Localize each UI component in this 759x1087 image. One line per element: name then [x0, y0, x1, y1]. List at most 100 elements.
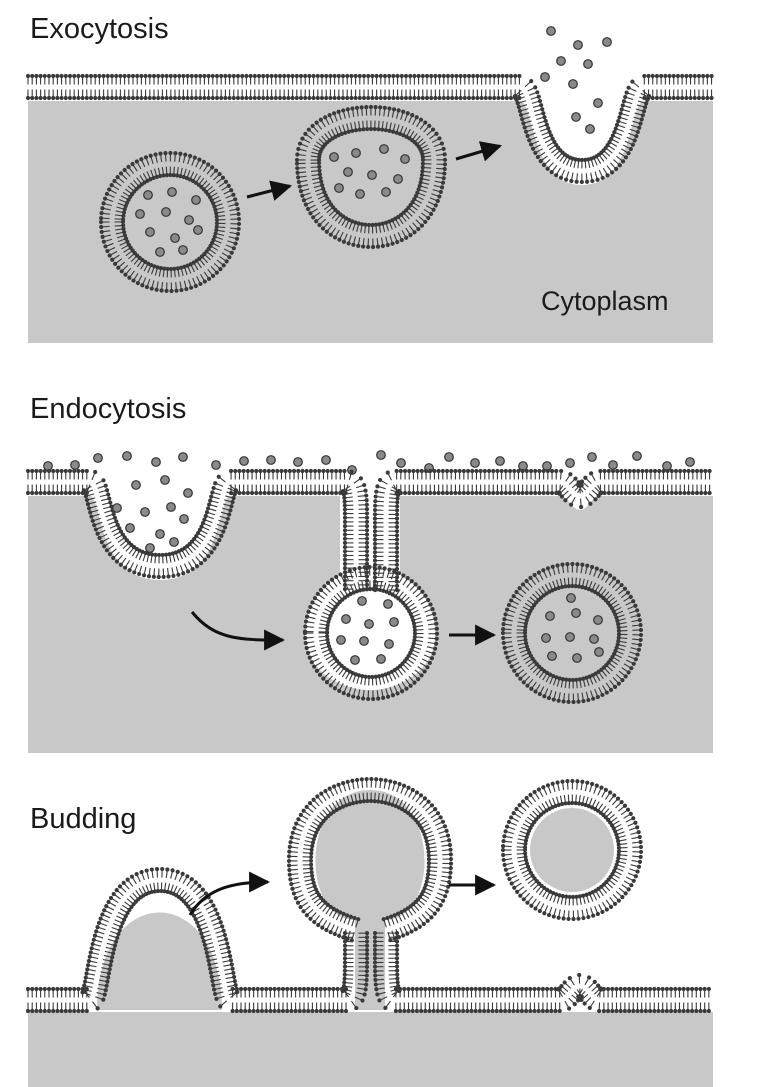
cargo-particle	[126, 524, 135, 533]
cargo-particle	[594, 616, 603, 625]
cargo-particle	[595, 648, 604, 657]
cargo-particle	[168, 188, 177, 197]
cargo-particle	[162, 208, 171, 217]
arrow-shaft	[190, 882, 268, 915]
cargo-particle	[377, 655, 386, 664]
cargo-particle	[603, 38, 612, 47]
cargo-particle	[397, 459, 406, 468]
cargo-particle	[170, 538, 179, 547]
panel-title-exocytosis: Exocytosis	[30, 13, 169, 45]
cargo-particle	[185, 216, 194, 225]
endocytosis-panel: Endocytosis	[26, 393, 713, 753]
bud-neck-interior	[315, 790, 424, 1010]
cargo-particle	[240, 457, 249, 466]
cargo-particle	[152, 458, 161, 467]
cargo-particle	[180, 515, 189, 524]
cytoplasm-region	[28, 1008, 713, 1087]
cargo-particle	[113, 504, 122, 513]
cargo-particle	[548, 652, 557, 661]
cargo-particle	[194, 226, 203, 235]
cargo-particle	[184, 489, 193, 498]
cargo-particle	[144, 191, 153, 200]
cargo-particle	[356, 190, 365, 199]
cargo-particle	[573, 654, 582, 663]
cargo-particle	[382, 188, 391, 197]
cargo-particle	[385, 640, 394, 649]
cargo-particle	[351, 656, 360, 665]
cargo-particle	[358, 597, 367, 606]
cargo-particle	[171, 234, 180, 243]
bud-interior	[97, 913, 222, 1011]
cargo-particle	[132, 481, 141, 490]
cargo-particle	[352, 149, 361, 158]
pit-cargo	[113, 476, 193, 553]
cargo-particle	[192, 196, 201, 205]
released-vesicle-interior	[530, 808, 614, 892]
cargo-particle	[633, 452, 642, 461]
cargo-particle	[546, 612, 555, 621]
cargo-particle	[541, 73, 550, 82]
pinching-vesicle-cargo	[337, 597, 399, 665]
exocytosis-panel: Exocytosis Cytoplasm	[26, 13, 714, 343]
cargo-particle	[294, 458, 303, 467]
cargo-particle	[146, 228, 155, 237]
cargo-particle	[574, 41, 583, 50]
cargo-particle	[547, 27, 556, 36]
cargo-particle	[590, 635, 599, 644]
budding-panel: Budding	[26, 777, 713, 1087]
cargo-particle	[542, 634, 551, 643]
region-label-cytoplasm: Cytoplasm	[541, 286, 669, 316]
extracellular-particles	[44, 451, 695, 475]
cargo-particle	[569, 80, 578, 89]
cargo-particle	[123, 452, 132, 461]
cargo-particle	[365, 620, 374, 629]
cargo-particle	[141, 508, 150, 517]
arrow-bud-to-neck	[190, 882, 268, 915]
released-cargo	[541, 27, 612, 134]
cargo-particle	[337, 636, 346, 645]
cargo-particle	[167, 503, 176, 512]
cargo-particle	[572, 113, 581, 122]
cargo-particle	[394, 175, 403, 184]
panel-title-endocytosis: Endocytosis	[30, 393, 186, 425]
cargo-particle	[567, 594, 576, 603]
cargo-particle	[322, 456, 331, 465]
cargo-particle	[330, 153, 339, 162]
cargo-particle	[471, 459, 480, 468]
cargo-particle	[566, 633, 575, 642]
cargo-particle	[212, 461, 221, 470]
cargo-particle	[360, 637, 369, 646]
cargo-particle	[344, 168, 353, 177]
cargo-particle	[686, 458, 695, 467]
cargo-particle	[146, 544, 155, 553]
cargo-particle	[594, 99, 603, 108]
cargo-particle	[161, 476, 170, 485]
cargo-particle	[588, 453, 597, 462]
cargo-particle	[566, 459, 575, 468]
cargo-particle	[586, 125, 595, 134]
cargo-particle	[94, 454, 103, 463]
cargo-particle	[390, 618, 399, 627]
cargo-particle	[267, 456, 276, 465]
cargo-particle	[584, 60, 593, 69]
cargo-particle	[335, 184, 344, 193]
cargo-particle	[380, 145, 389, 154]
cargo-particle	[179, 453, 188, 462]
cargo-particle	[342, 615, 351, 624]
cargo-particle	[557, 57, 566, 66]
cargo-particle	[368, 171, 377, 180]
cargo-particle	[156, 530, 165, 539]
panel-title-budding: Budding	[30, 803, 136, 835]
cargo-particle	[377, 451, 386, 460]
cargo-particle	[71, 461, 80, 470]
cargo-particle	[572, 609, 581, 618]
cargo-particle	[179, 246, 188, 255]
cargo-particle	[384, 600, 393, 609]
cargo-particle	[609, 461, 618, 470]
cargo-particle	[496, 457, 505, 466]
cargo-particle	[156, 248, 165, 257]
cargo-particle	[445, 453, 454, 462]
cargo-particle	[401, 155, 410, 164]
